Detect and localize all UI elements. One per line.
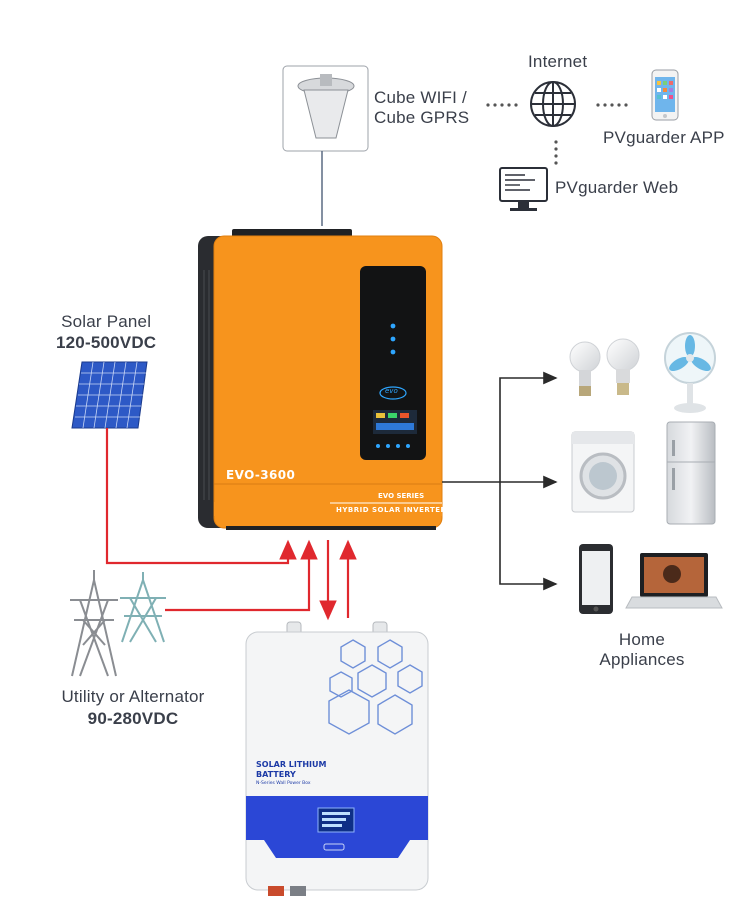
cube-module-label: Cube WIFI / Cube GPRS: [374, 88, 469, 128]
network-dotted-links: [486, 103, 628, 165]
home-appliances-label: Home Appliances: [590, 630, 694, 670]
inverter-product-label: HYBRID SOLAR INVERTER: [336, 506, 447, 514]
home-appliances-line2: Appliances: [599, 650, 685, 669]
inverter-series-label: EVO SERIES: [378, 492, 425, 500]
washing-machine-icon: [571, 431, 635, 513]
app-label: PVguarder APP: [603, 128, 725, 147]
solar-panel-spec: 120-500VDC: [56, 333, 157, 352]
battery-subtitle: N-Series Wall Power Box: [256, 781, 311, 786]
power-flow-lines: [105, 428, 357, 621]
utility-title: Utility or Alternator: [61, 687, 205, 706]
battery-title: SOLAR LITHIUM BATTERY: [256, 760, 326, 780]
smartphone-icon: [651, 69, 679, 121]
solar-panel-title: Solar Panel: [61, 312, 152, 331]
light-bulb-icon: [569, 341, 601, 396]
power-pylon-icon: [70, 570, 118, 677]
refrigerator-icon: [666, 421, 716, 525]
mobile-phone-icon: [579, 544, 613, 614]
inverter-model-label: EVO-3600: [226, 468, 296, 482]
cube-label-line2: Cube GPRS: [374, 108, 470, 127]
cube-label-line1: Cube WIFI /: [374, 88, 467, 107]
battery-title-line2: BATTERY: [256, 770, 296, 779]
lithium-battery-unit: [245, 621, 429, 896]
laptop-icon: [625, 553, 723, 609]
monitor-icon: [499, 167, 548, 211]
globe-icon: [530, 81, 576, 127]
solar-panel-label: Solar Panel 120-500VDC: [56, 311, 156, 353]
home-appliances-line1: Home: [618, 630, 666, 649]
wifi-cube-module: [282, 65, 369, 152]
utility-label: Utility or Alternator 90-280VDC: [52, 686, 214, 730]
output-arrows: [442, 371, 558, 591]
inverter-logo: evo: [385, 387, 398, 395]
internet-label: Internet: [528, 52, 588, 71]
solar-panel-icon: [71, 361, 148, 429]
light-bulb-icon-2: [606, 338, 640, 395]
electric-fan-icon: [664, 332, 716, 413]
web-label: PVguarder Web: [555, 178, 679, 197]
hybrid-inverter-unit: [198, 229, 443, 530]
power-pylon-icon-secondary: [120, 572, 166, 643]
battery-title-line1: SOLAR LITHIUM: [256, 760, 327, 769]
utility-spec: 90-280VDC: [87, 709, 179, 728]
